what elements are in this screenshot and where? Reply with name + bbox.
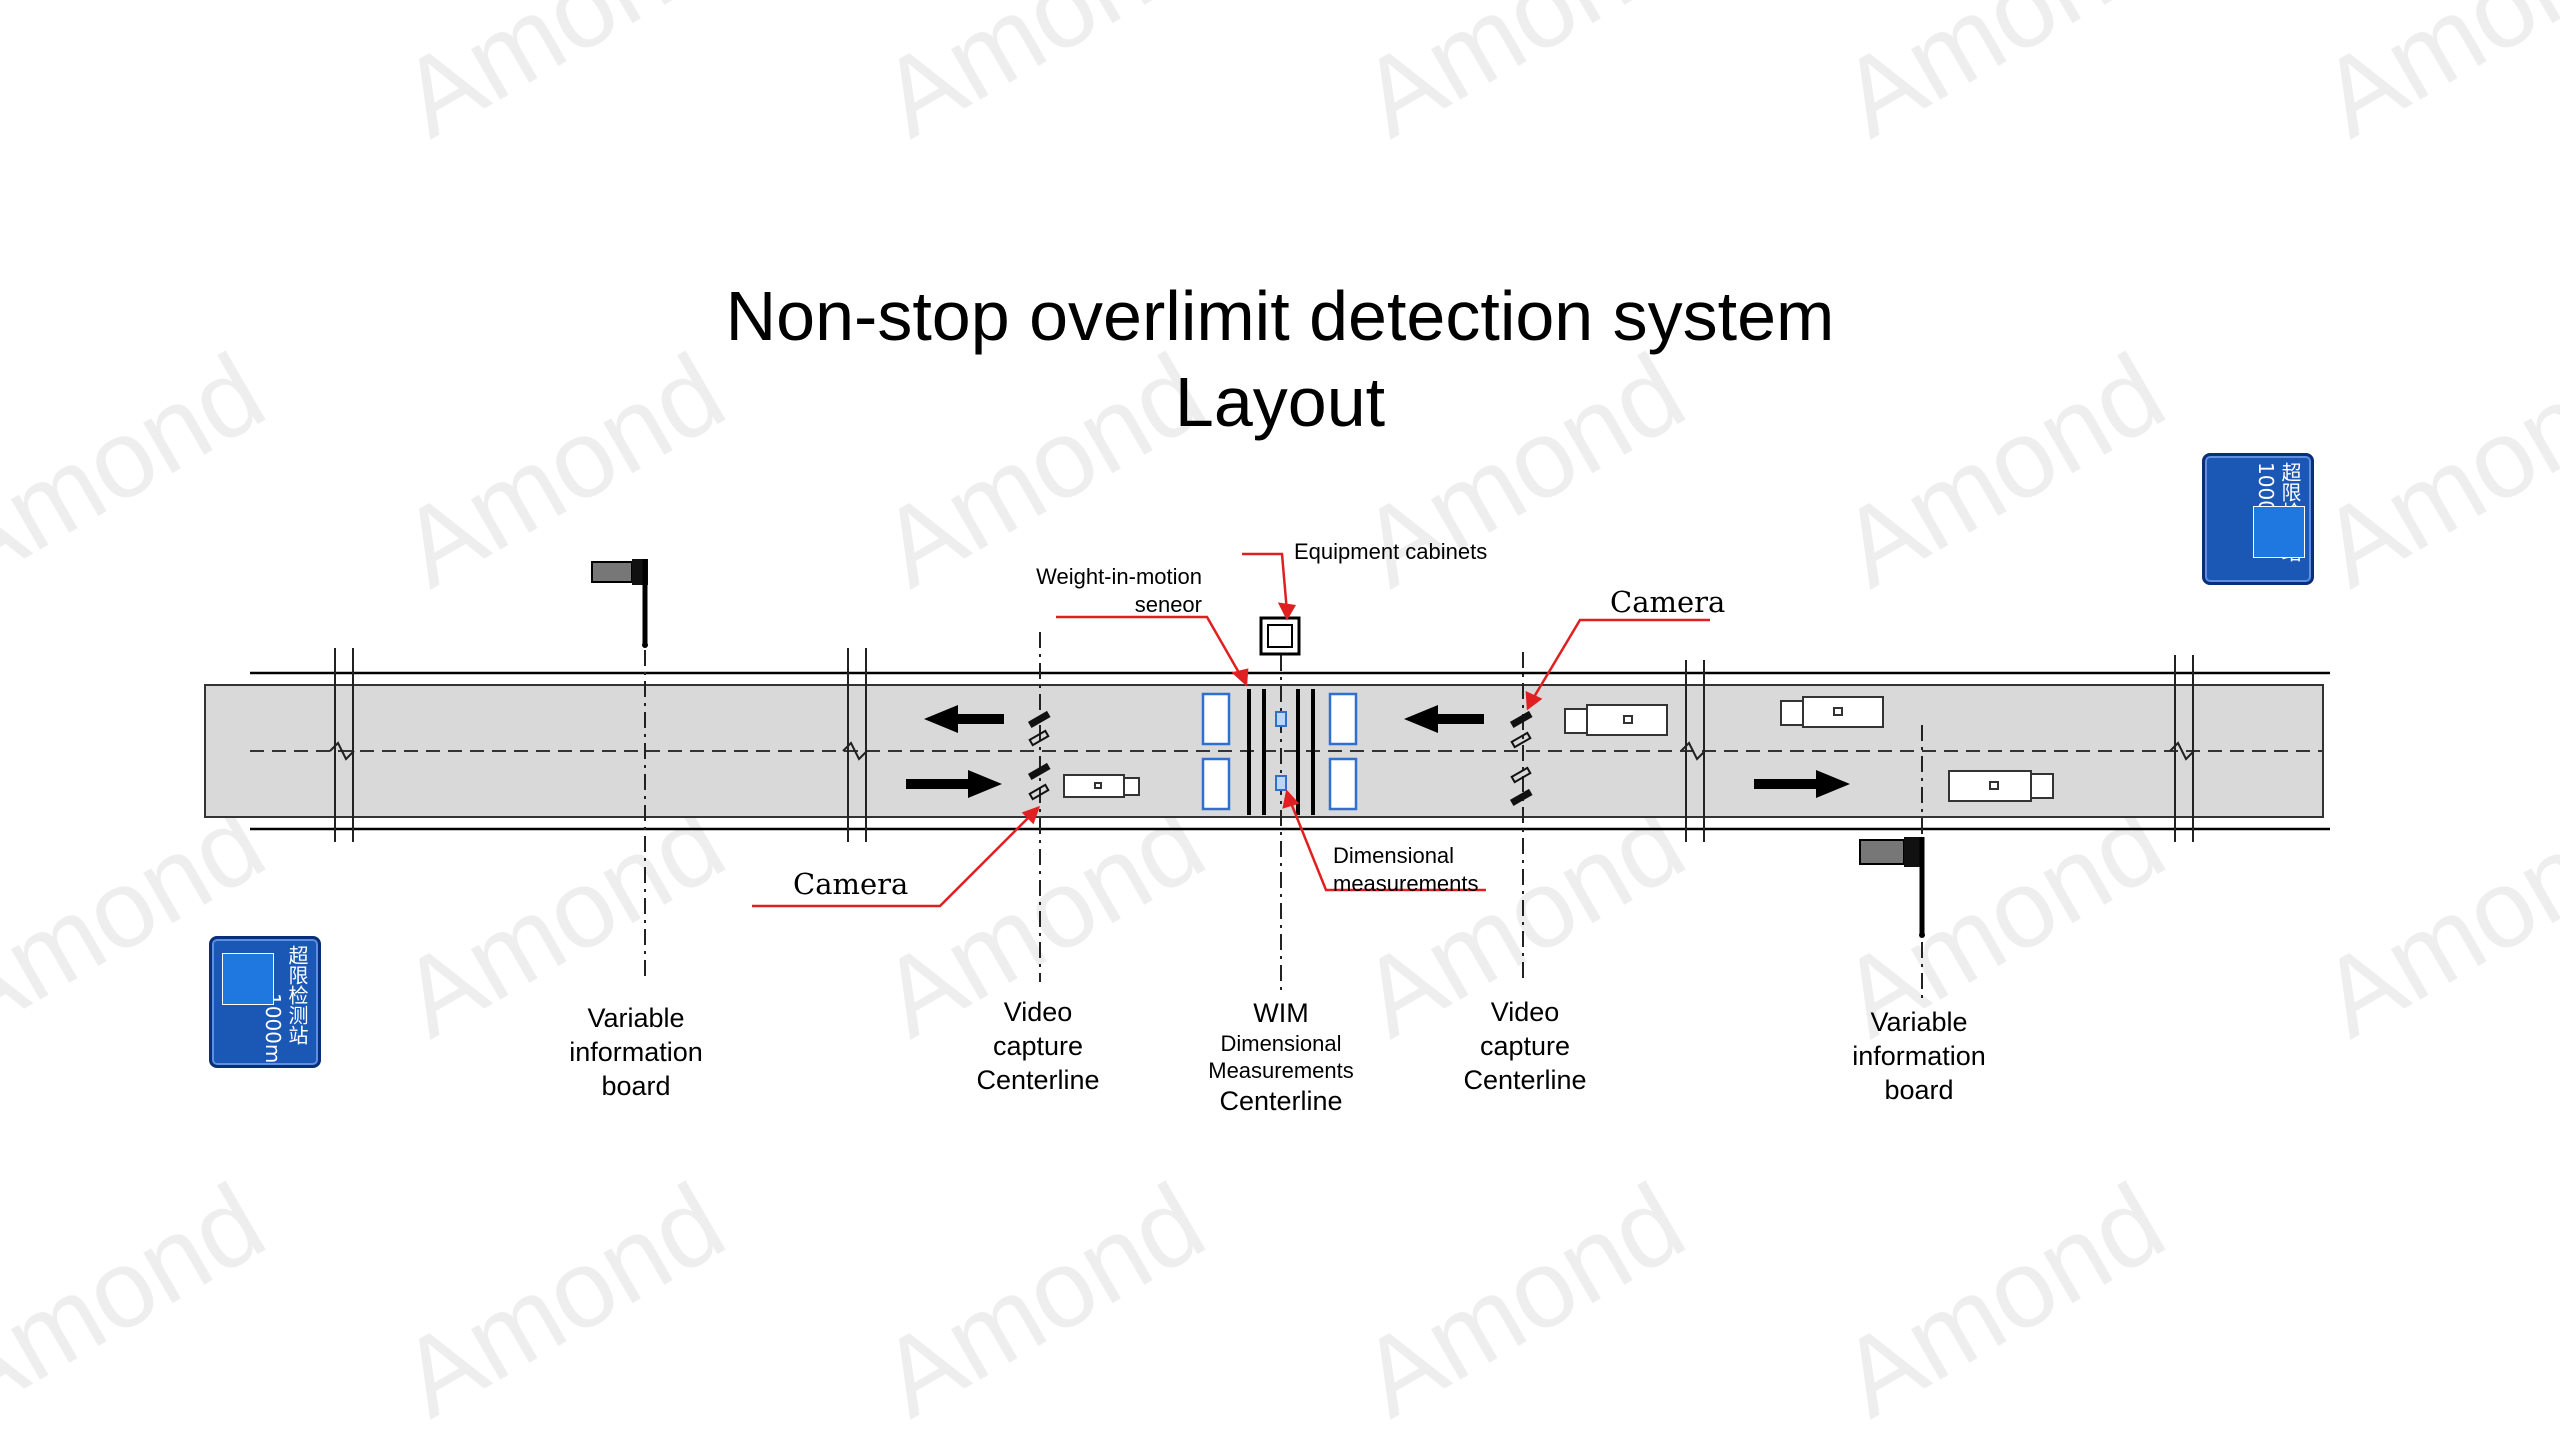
variable-board-left [591, 559, 648, 648]
camera-icon [1027, 710, 1051, 728]
callout-wim-sensor: Weight-in-motion seneor [1030, 563, 1202, 619]
page-subtitle: Layout [1174, 363, 1386, 441]
page-title: Non-stop overlimit detection system [725, 277, 1835, 355]
wim-sensors [1201, 689, 1358, 815]
camera-icon [1510, 731, 1532, 749]
label-line: Variable [587, 1003, 685, 1033]
camera-icon [1509, 788, 1533, 806]
label-vib-left: Variable information board [569, 1001, 703, 1103]
camera-icon [1509, 710, 1533, 728]
road-sign-right: 超限检测站 1000m [2202, 453, 2314, 585]
camera-icon [1028, 783, 1050, 801]
truck-icon [1780, 696, 1884, 728]
watermark: Amond [0, 1160, 284, 1440]
arrow-right-icon [1754, 770, 1850, 798]
break-symbols [329, 648, 2195, 842]
watermark: Amond [861, 1160, 1224, 1440]
variable-board-right [1859, 837, 1925, 938]
callout-camera-left: Camera [793, 867, 909, 901]
sensor-pad [1328, 757, 1358, 811]
callout-dimensional-line2: measurements [1333, 871, 1479, 896]
truck-icon [222, 953, 274, 1005]
label-line: capture [1479, 1031, 1571, 1061]
label-line: Dimensional [1220, 1031, 1342, 1056]
truck-icon [2253, 506, 2305, 558]
callout-wim-sensor-line1: Weight-in-motion [1036, 564, 1202, 589]
watermark: Amond [1341, 0, 1704, 161]
camera-icon [1028, 729, 1050, 747]
label-line: WIM [1253, 998, 1309, 1028]
watermark: Amond [381, 0, 744, 161]
label-line: board [1884, 1075, 1954, 1105]
watermark: Amond [2301, 0, 2560, 161]
sensor-pad [1201, 692, 1231, 746]
sign-text-cn: 超限检测站 [285, 945, 309, 1045]
watermark: Amond [1821, 1160, 2184, 1440]
label-video-right: Video capture Centerline [1463, 995, 1586, 1097]
label-line: board [601, 1071, 671, 1101]
direction-arrows [906, 705, 1850, 798]
callout-dimensional-line1: Dimensional [1333, 843, 1455, 868]
callout-equipment-cabinets: Equipment cabinets [1294, 539, 1488, 564]
watermark: Amond [1341, 1160, 1704, 1440]
label-line: Measurements [1208, 1058, 1354, 1083]
watermark: Amond [2301, 780, 2560, 1061]
watermark: Amond [861, 0, 1224, 161]
label-line: Video [1490, 997, 1560, 1027]
callout-wim-sensor-line2: seneor [1134, 592, 1202, 617]
truck-icon [1948, 770, 2054, 802]
cameras-left [1027, 710, 1051, 801]
camera-icon [1027, 762, 1051, 780]
callout-lines [752, 552, 1710, 908]
truck-icon [1564, 704, 1668, 736]
callout-dimensional: Dimensional measurements [1333, 842, 1479, 898]
label-line: Variable [1870, 1007, 1968, 1037]
sensor-pad [1201, 757, 1231, 811]
dimension-sensor [1275, 775, 1287, 791]
label-line: Centerline [976, 1065, 1100, 1095]
label-video-left: Video capture Centerline [976, 995, 1099, 1097]
label-wim: WIM Dimensional Measurements Centerline [1208, 996, 1354, 1118]
arrow-left-icon [1404, 705, 1484, 733]
camera-icon [1510, 766, 1532, 784]
label-line: Centerline [1463, 1065, 1587, 1095]
arrow-left-icon [924, 705, 1004, 733]
label-line: Video [1003, 997, 1073, 1027]
cameras-right [1509, 710, 1533, 806]
road-sign-left: 超限检测站 1000m [209, 936, 321, 1068]
sensor-pad [1328, 692, 1358, 746]
truck-icon [1063, 774, 1140, 798]
callout-camera-right: Camera [1610, 585, 1726, 619]
watermark: Amond [1821, 0, 2184, 161]
label-line: capture [992, 1031, 1084, 1061]
arrow-right-icon [906, 770, 1002, 798]
label-line: Centerline [1219, 1086, 1343, 1116]
label-line: information [1852, 1041, 1986, 1071]
label-vib-right: Variable information board [1852, 1005, 1986, 1107]
label-line: information [569, 1037, 703, 1067]
equipment-cabinet-icon [1259, 616, 1301, 656]
watermark: Amond [381, 1160, 744, 1440]
dimension-sensor [1275, 711, 1287, 727]
